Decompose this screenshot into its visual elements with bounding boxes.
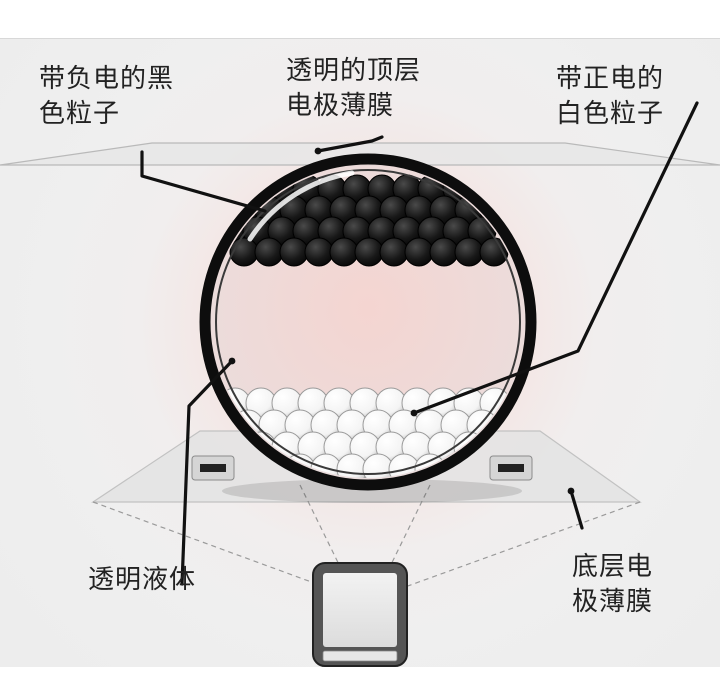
leader-lines: [140, 101, 699, 586]
black-particle: [329, 237, 359, 267]
microcapsule: [199, 153, 537, 503]
e-ink-microcapsule-diagram: [0, 101, 720, 667]
black-particle: [304, 237, 334, 267]
label-black-particles: 带负电的黑 色粒子: [39, 64, 175, 129]
top-bar: [0, 0, 720, 39]
label-transparent-liquid: 透明液体: [88, 565, 197, 595]
diagram-stage: [0, 39, 720, 667]
bottom-bar: [0, 667, 720, 675]
black-particle: [429, 237, 459, 267]
label-white-particles: 带正电的 白色粒子: [556, 64, 665, 129]
e-reader-device-icon: [312, 562, 408, 667]
black-particle: [404, 237, 434, 267]
black-particle: [279, 237, 309, 267]
black-particle: [379, 237, 409, 267]
label-bottom-electrode: 底层电 极薄膜: [572, 552, 654, 617]
black-particle: [254, 237, 284, 267]
black-particle: [354, 237, 384, 267]
label-top-electrode: 透明的顶层 电极薄膜: [286, 56, 422, 121]
black-particle: [454, 237, 484, 267]
